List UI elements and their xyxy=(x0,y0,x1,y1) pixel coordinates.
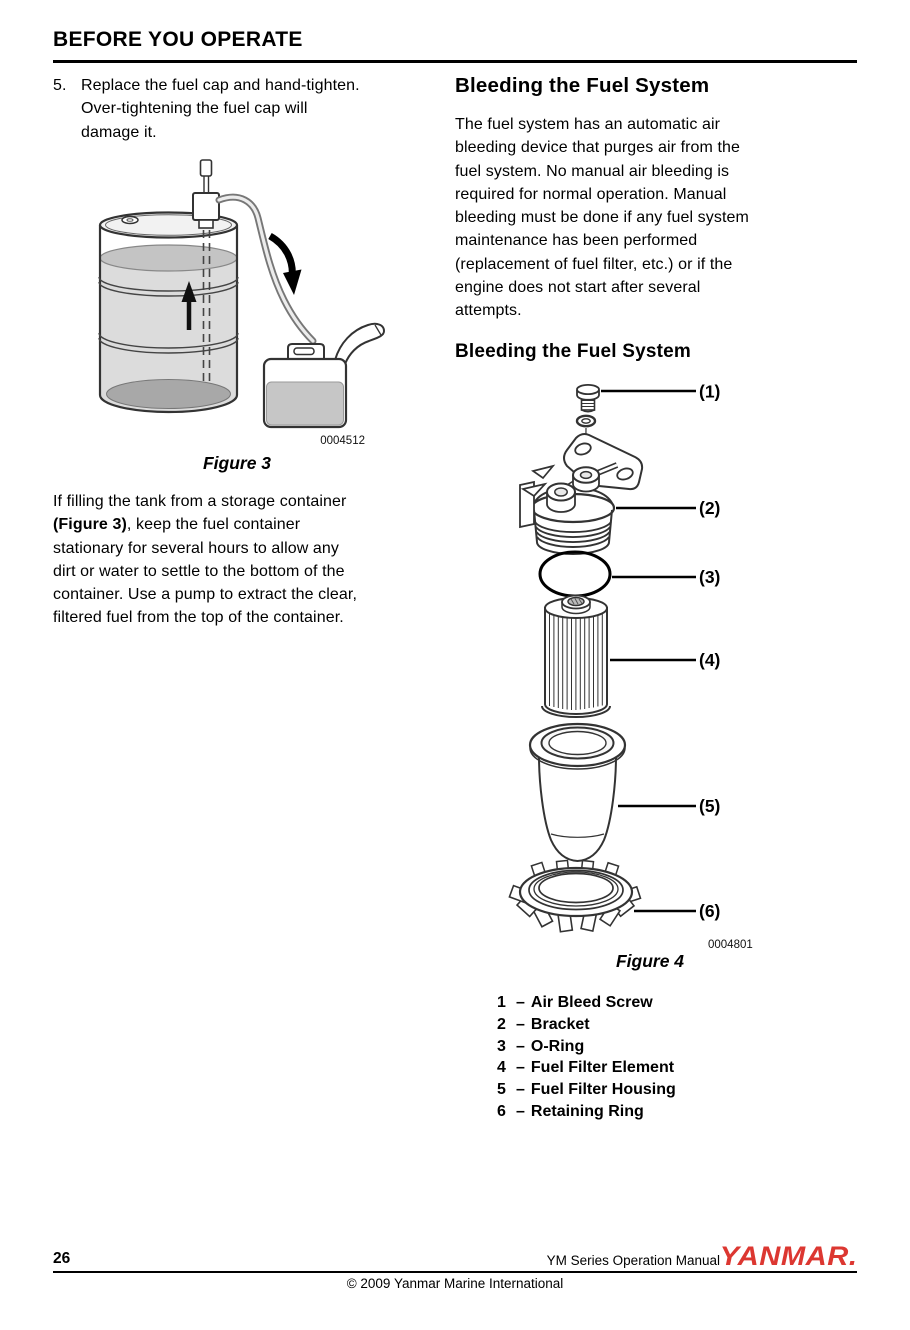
step-text: Replace the fuel cap and hand-tighten. O… xyxy=(81,77,360,141)
o-ring xyxy=(538,550,612,598)
copyright-line: © 2009 Yanmar Marine International xyxy=(346,1276,564,1291)
callout-4: (4) xyxy=(699,650,720,670)
figure3-code: 0004512 xyxy=(320,435,365,447)
step-number: 5. xyxy=(53,77,67,94)
page-number: 26 xyxy=(53,1250,71,1267)
parts-list-item: 2–Bracket xyxy=(497,1015,590,1033)
footer-manual-title: YM Series Operation Manual xyxy=(546,1253,720,1268)
washer xyxy=(575,414,597,428)
callout-3: (3) xyxy=(699,567,720,587)
fuel-can xyxy=(262,322,386,429)
callout-6: (6) xyxy=(699,901,720,921)
parts-list-item: 3–O-Ring xyxy=(497,1037,585,1055)
figure4-caption: Figure 4 xyxy=(615,951,685,971)
figure3-reference: (Figure 3) xyxy=(53,516,127,534)
figure4-code: 0004801 xyxy=(708,939,753,951)
air-bleed-screw xyxy=(576,384,600,413)
up-arrow xyxy=(181,281,197,330)
figure4-illustration: (1) xyxy=(508,382,753,951)
parts-list-item: 1–Air Bleed Screw xyxy=(497,994,653,1011)
callout-5: (5) xyxy=(699,796,720,816)
bleeding-paragraph: The fuel system has an automatic air ble… xyxy=(455,116,749,320)
figure3-illustration: 0004512 xyxy=(98,159,386,447)
parts-list-item: 4–Fuel Filter Element xyxy=(497,1059,675,1077)
fuel-filter-element xyxy=(541,594,611,718)
header-divider xyxy=(53,60,857,63)
section-heading: Bleeding the Fuel System xyxy=(455,74,710,97)
bracket xyxy=(519,433,644,555)
fuel-filter-housing xyxy=(528,722,627,863)
figure-sub-heading: Bleeding the Fuel System xyxy=(455,341,692,362)
page-title: BEFORE YOU OPERATE xyxy=(53,28,303,51)
parts-list-item: 5–Fuel Filter Housing xyxy=(497,1081,676,1099)
numbered-step-5: 5. Replace the fuel cap and hand-tighten… xyxy=(53,74,443,144)
storage-container-paragraph: If filling the tank from a storage conta… xyxy=(53,493,358,627)
parts-list-item: 6–Retaining Ring xyxy=(497,1102,644,1120)
down-curved-arrow xyxy=(268,232,302,295)
callout-1: (1) xyxy=(699,382,720,402)
callout-2: (2) xyxy=(699,498,720,518)
footer-divider xyxy=(53,1271,857,1273)
retaining-ring xyxy=(508,859,642,933)
yanmar-logo: YANMAR. xyxy=(719,1241,857,1271)
hand-pump xyxy=(192,159,220,229)
figure4-parts-list: 1–Air Bleed Screw 2–Bracket 3–O-Ring 4–F… xyxy=(497,992,837,1123)
figure3-caption: Figure 3 xyxy=(202,453,272,473)
